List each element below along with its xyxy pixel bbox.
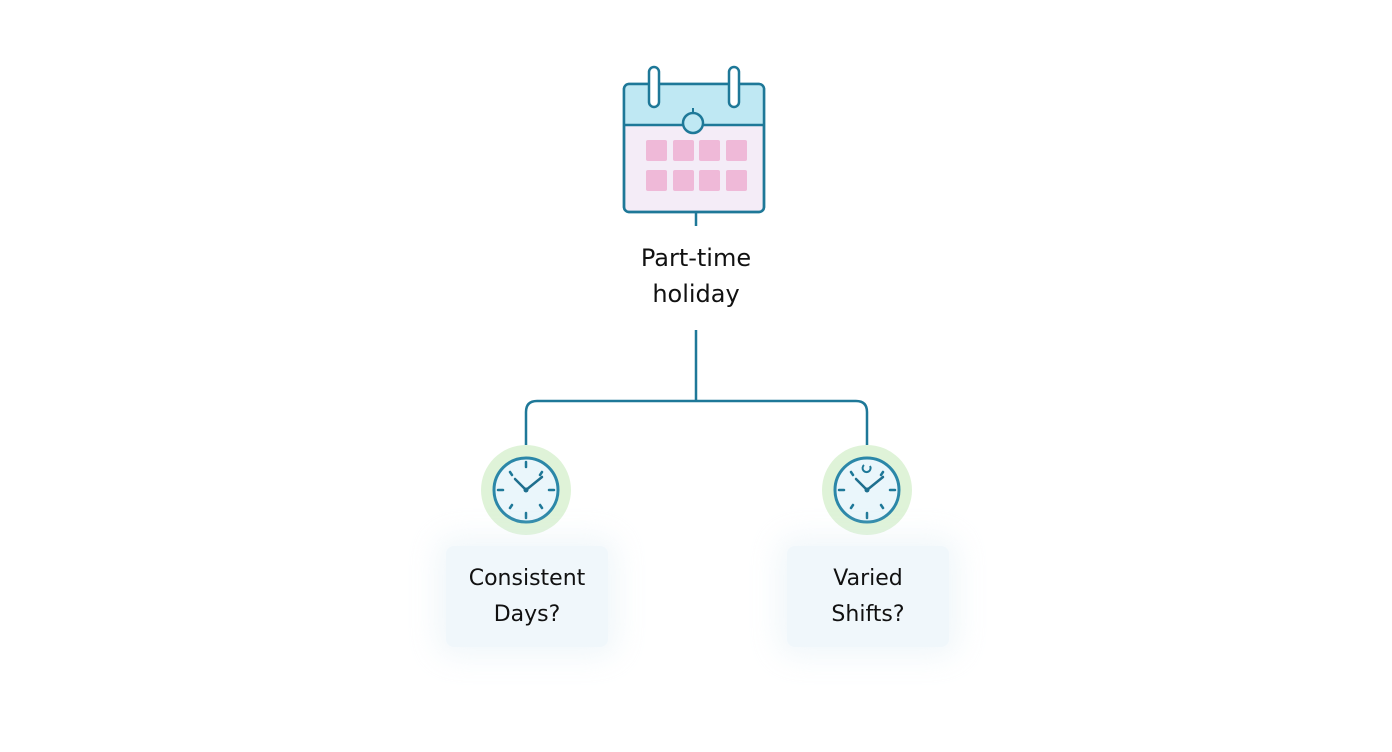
branch-label: Varied Shifts? xyxy=(831,565,905,627)
branch-node-consistent-days: Consistent Days? xyxy=(446,546,608,647)
connector-tree xyxy=(524,330,869,445)
clock-icon xyxy=(822,445,912,535)
branch-label: Consistent Days? xyxy=(468,565,586,627)
root-label: Part-time holiday xyxy=(640,244,752,308)
calendar-icon xyxy=(622,65,766,214)
branch-node-varied-shifts: Varied Shifts? xyxy=(787,546,949,647)
clock-icon xyxy=(481,445,571,535)
